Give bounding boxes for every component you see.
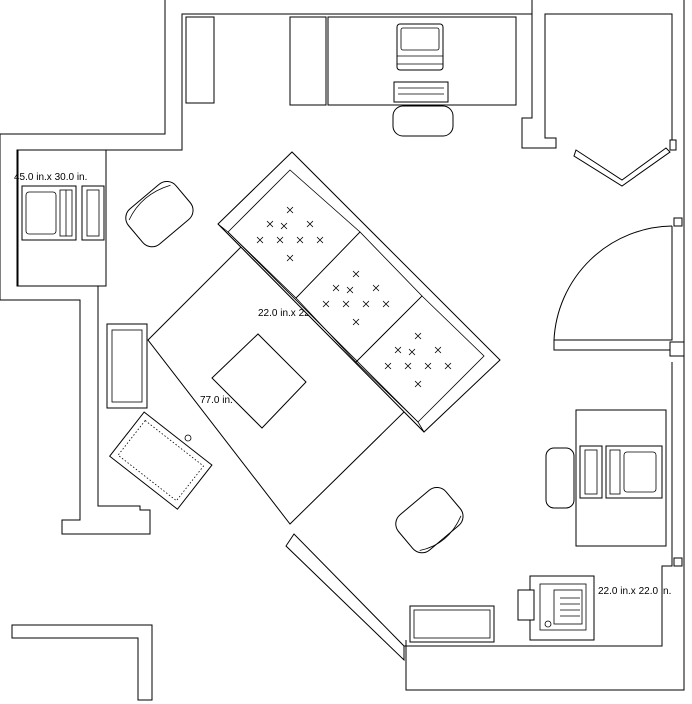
sofa-tuft [444,362,452,370]
right-keyboard [579,445,603,499]
sofa-tuft [424,362,432,370]
cabinet-1 [185,16,215,104]
right-chair-frame [605,445,663,499]
sofa [217,151,501,433]
rug-group: 77.0 in. 22.0 in.x 22.0 in. [147,221,405,525]
right-desk-group [545,409,667,547]
doors [553,139,685,567]
sofa-tuft [414,332,422,340]
cabinet-2 [289,16,327,106]
keyboard-tray [393,81,449,103]
right-stool [545,447,575,509]
sofa-tuft [276,236,284,244]
left-desk-group: 45.0 in.x 30.0 in. [14,149,107,287]
corner-table-group: 22.0 in.x 22.0 in. [517,575,671,641]
printer-tray [517,589,535,621]
sofa-tuft [332,284,340,292]
sofa-tuft [382,300,390,308]
armchair-left [125,180,194,248]
corridor-door [573,147,671,187]
sofa-tuft [346,286,354,294]
sofa-tuft [408,348,416,356]
sofa-tuft [372,284,380,292]
sofa-tuft [286,254,294,262]
top-cabinets [185,16,327,106]
sofa-tuft [352,270,360,278]
sofa-tuft [316,236,324,244]
bottom-cabinet-group [409,605,495,643]
sofa-tuft [322,300,330,308]
sofa-tuft [384,362,392,370]
corner-table [529,575,595,641]
left-cabinet [106,323,148,409]
armchair-bottom [395,486,464,554]
sofa-tuft [394,346,402,354]
sofa-tuft [266,220,274,228]
sofa-tuft [256,236,264,244]
sofa-tuft [342,300,350,308]
sofa-tuft [414,380,422,388]
sofa-tuft [434,346,442,354]
top-desk-group [327,16,517,137]
label-rug: 77.0 in. [200,395,233,406]
sofa-tuft [306,220,314,228]
label-corner-table: 22.0 in.x 22.0 in. [598,586,671,597]
sofa-tufts [256,206,452,388]
door-swing [553,225,673,341]
sofa-tuft [362,300,370,308]
label-desk-left: 45.0 in.x 30.0 in. [14,172,87,183]
bench [108,411,213,510]
sofa-tuft [280,222,288,230]
left-chair-frame [21,185,77,241]
sofa-tuft [352,318,360,326]
top-chair [396,23,444,71]
bottom-cabinet [409,605,495,643]
sofa-tuft [296,236,304,244]
sofa-tuft [404,362,412,370]
sofa-tuft [286,206,294,214]
coffee-table [211,333,307,429]
left-keyboard [81,185,105,241]
armchairs [125,180,464,554]
top-stool [392,105,454,137]
label-coffee-table: 22.0 in.x 22.0 in. [258,308,331,319]
left-wall-furniture [106,323,213,510]
